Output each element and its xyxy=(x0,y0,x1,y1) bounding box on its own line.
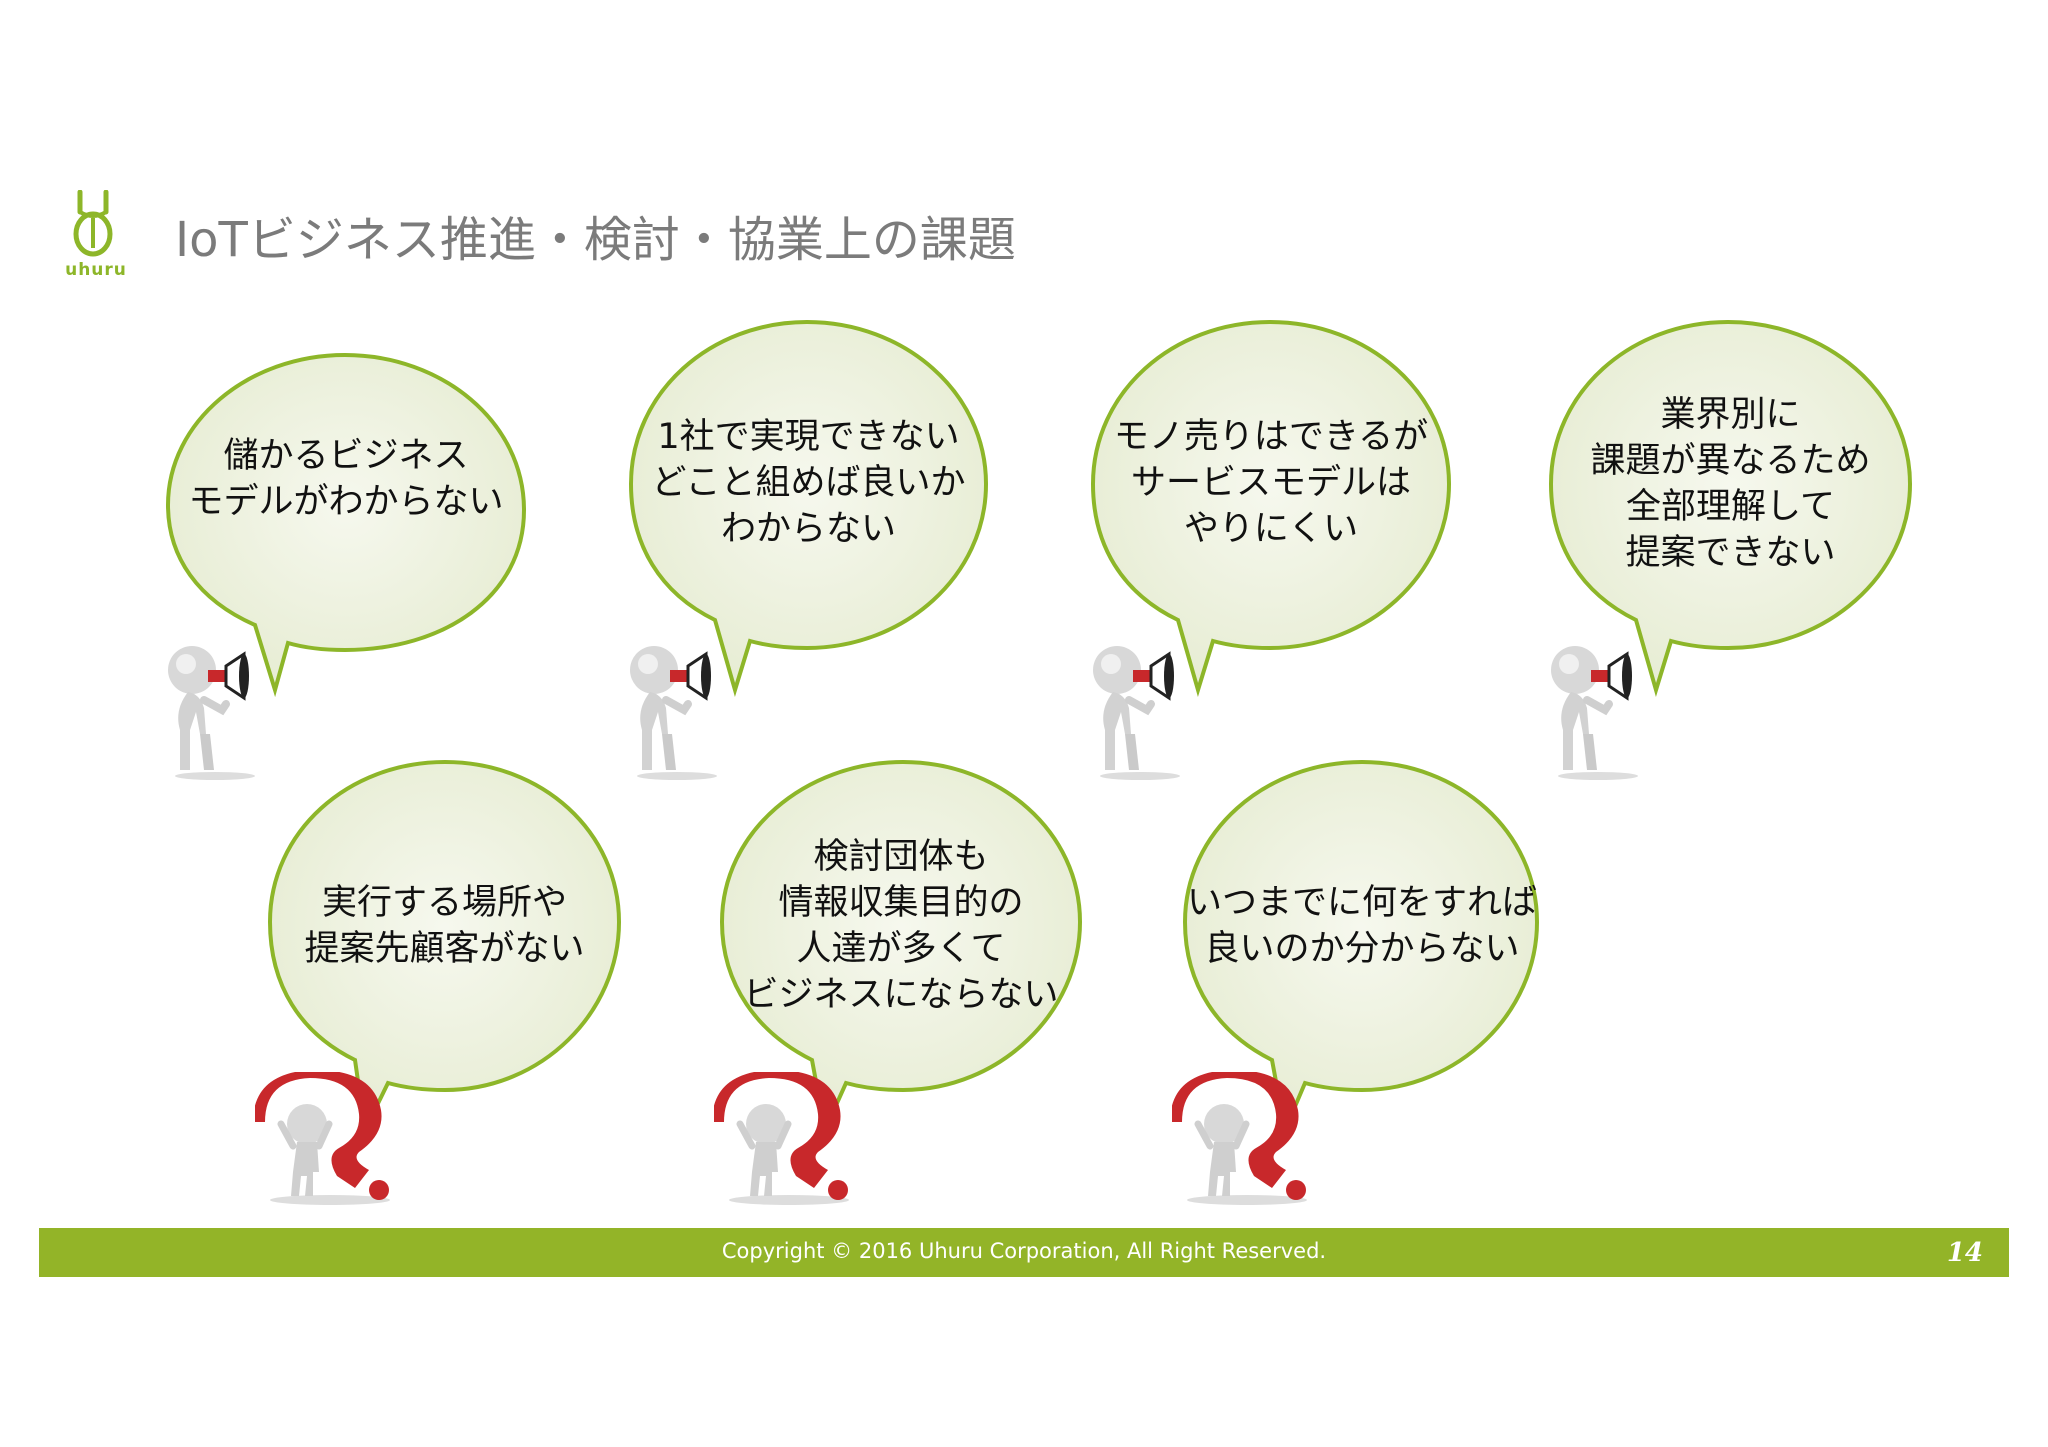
bubble-text-2: 1社で実現できない どこと組めば良いか わからない xyxy=(651,417,966,549)
speech-bubble-2 xyxy=(628,319,989,698)
uhuru-logo: uhuru xyxy=(52,190,134,280)
bubble-text-3: モノ売りはできるが サービスモデルは やりにくい xyxy=(1113,417,1429,549)
speech-bubble-3 xyxy=(1090,319,1452,698)
page-title: IoTビジネス推進・検討・協業上の課題 xyxy=(175,212,1016,268)
speech-bubble-7 xyxy=(1182,759,1540,1137)
bubble-text-5: 実行する場所や 提案先顧客がない xyxy=(304,883,585,969)
bubble-text-1: 儲かるビジネス モデルがわからない xyxy=(188,436,504,522)
bubble-text-6: 検討団体も 情報収集目的の 人達が多くて ビジネスにならない xyxy=(743,837,1059,1015)
footer-bar: Copyright © 2016 Uhuru Corporation, All … xyxy=(39,1228,2009,1277)
person-question-mark-icon xyxy=(255,1072,390,1205)
speech-bubble-1 xyxy=(165,352,527,698)
logo-text: uhuru xyxy=(65,260,127,280)
speech-bubble-6 xyxy=(719,759,1083,1137)
copyright-text: Copyright © 2016 Uhuru Corporation, All … xyxy=(721,1239,1327,1263)
speech-bubble-4 xyxy=(1548,319,1913,698)
person-megaphone-icon xyxy=(630,646,717,780)
person-question-mark-icon xyxy=(1172,1072,1307,1205)
bubble-text-4: 業界別に 課題が異なるため 全部理解して 提案できない xyxy=(1590,395,1871,573)
bubble-text-7: いつまでに何をすれば 良いのか分からない xyxy=(1186,883,1537,969)
page-number: 14 xyxy=(1946,1238,1983,1268)
person-question-mark-icon xyxy=(714,1072,849,1205)
speech-bubble-5 xyxy=(267,759,622,1137)
person-megaphone-icon xyxy=(1551,646,1638,780)
person-megaphone-icon xyxy=(168,646,255,780)
uhuru-logo-mark-icon xyxy=(73,190,113,257)
person-megaphone-icon xyxy=(1093,646,1180,780)
